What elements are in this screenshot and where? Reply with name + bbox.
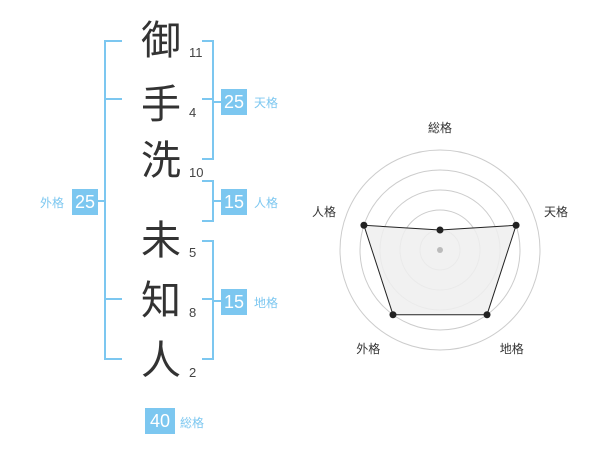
name-char-2: 手 (141, 82, 181, 128)
bracket-tenkaku-tick (202, 98, 214, 100)
bracket-chikaku-join (214, 300, 222, 302)
radar-center-point (437, 247, 443, 253)
bracket-jinkaku-join (214, 200, 222, 202)
soukaku-value-badge: 40 (145, 408, 175, 434)
radar-point-2 (512, 221, 520, 229)
stroke-count-6: 2 (189, 365, 197, 380)
bracket-tenkaku (202, 40, 214, 160)
bracket-jinkaku (202, 180, 214, 222)
chikaku-label: 地格 (254, 296, 279, 310)
stroke-count-5: 8 (189, 305, 197, 320)
gaikaku-value-badge: 25 (72, 189, 98, 215)
bracket-chikaku (202, 240, 214, 360)
bracket-gaikaku-tick-2 (104, 298, 122, 300)
jinkaku-value-badge: 15 (221, 189, 247, 215)
soukaku-label: 総格 (180, 416, 205, 430)
name-char-3: 洗 (141, 138, 181, 184)
name-char-4: 未 (141, 218, 181, 264)
bracket-chikaku-tick (202, 298, 214, 300)
name-char-1: 御 (141, 18, 181, 64)
radar-axis-label-1: 総格 (428, 121, 453, 135)
radar-axis-label-5: 人格 (311, 205, 336, 220)
tenkaku-value-badge: 25 (221, 89, 247, 115)
stroke-count-3: 10 (189, 165, 204, 180)
radar-axis-label-4: 外格 (356, 341, 381, 356)
name-char-5: 知 (141, 278, 181, 324)
radar-grid-ring-5 (339, 149, 541, 351)
radar-point-1 (436, 226, 444, 234)
bracket-tenkaku-join (214, 101, 222, 103)
bracket-gaikaku (104, 40, 122, 360)
stroke-count-2: 4 (189, 105, 197, 120)
chikaku-value-badge: 15 (221, 289, 247, 315)
bracket-gaikaku-join (96, 200, 104, 202)
jinkaku-label: 人格 (254, 196, 279, 210)
radar-area (363, 224, 517, 316)
gaikaku-label: 外格 (40, 196, 65, 210)
name-char-6: 人 (141, 338, 181, 384)
radar-point-4 (389, 311, 397, 319)
radar-axis-label-2: 天格 (544, 205, 569, 220)
stroke-count-1: 11 (189, 45, 203, 60)
radar-point-5 (360, 221, 368, 229)
stroke-count-4: 5 (189, 245, 197, 260)
tenkaku-label: 天格 (254, 96, 279, 110)
radar-grid-ring-4 (359, 169, 521, 331)
radar-axis-label-3: 地格 (499, 341, 524, 356)
radar-point-3 (483, 311, 491, 319)
bracket-gaikaku-tick-1 (104, 98, 122, 100)
